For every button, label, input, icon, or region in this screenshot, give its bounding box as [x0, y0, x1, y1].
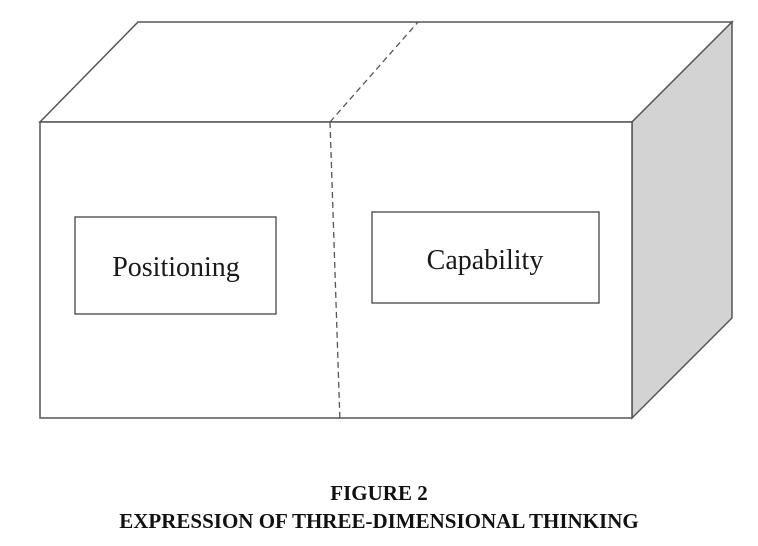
capability-box	[371, 211, 600, 304]
top-face-divider-dashed	[329, 21, 419, 123]
figure-number: FIGURE 2	[330, 481, 428, 505]
cube-top-face	[38, 21, 734, 123]
positioning-label: Positioning	[112, 252, 240, 283]
capability-label: Capability	[427, 245, 544, 276]
positioning-box	[74, 216, 277, 315]
figure-title: EXPRESSION OF THREE-DIMENSIONAL THINKING	[119, 509, 639, 533]
front-face-divider-dashed	[329, 121, 341, 423]
